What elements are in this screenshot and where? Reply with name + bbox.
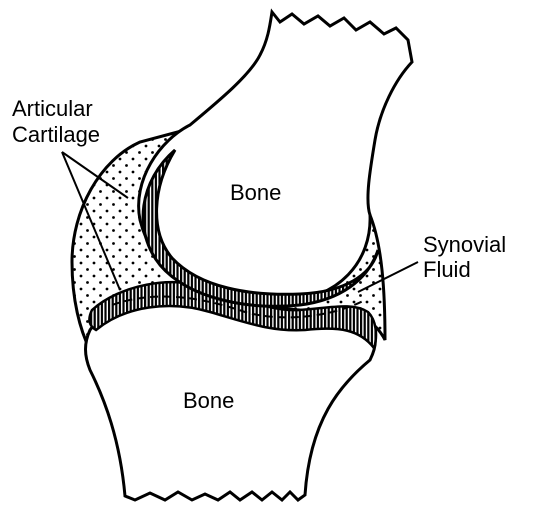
- lower-bone-label: Bone: [183, 388, 234, 413]
- cartilage-label-line2: Cartilage: [12, 122, 100, 147]
- synovial-label-line2: Fluid: [423, 257, 471, 282]
- cartilage-label-line1: Articular: [12, 96, 93, 121]
- synovial-label-line1: Synovial: [423, 232, 506, 257]
- upper-bone-label: Bone: [230, 180, 281, 205]
